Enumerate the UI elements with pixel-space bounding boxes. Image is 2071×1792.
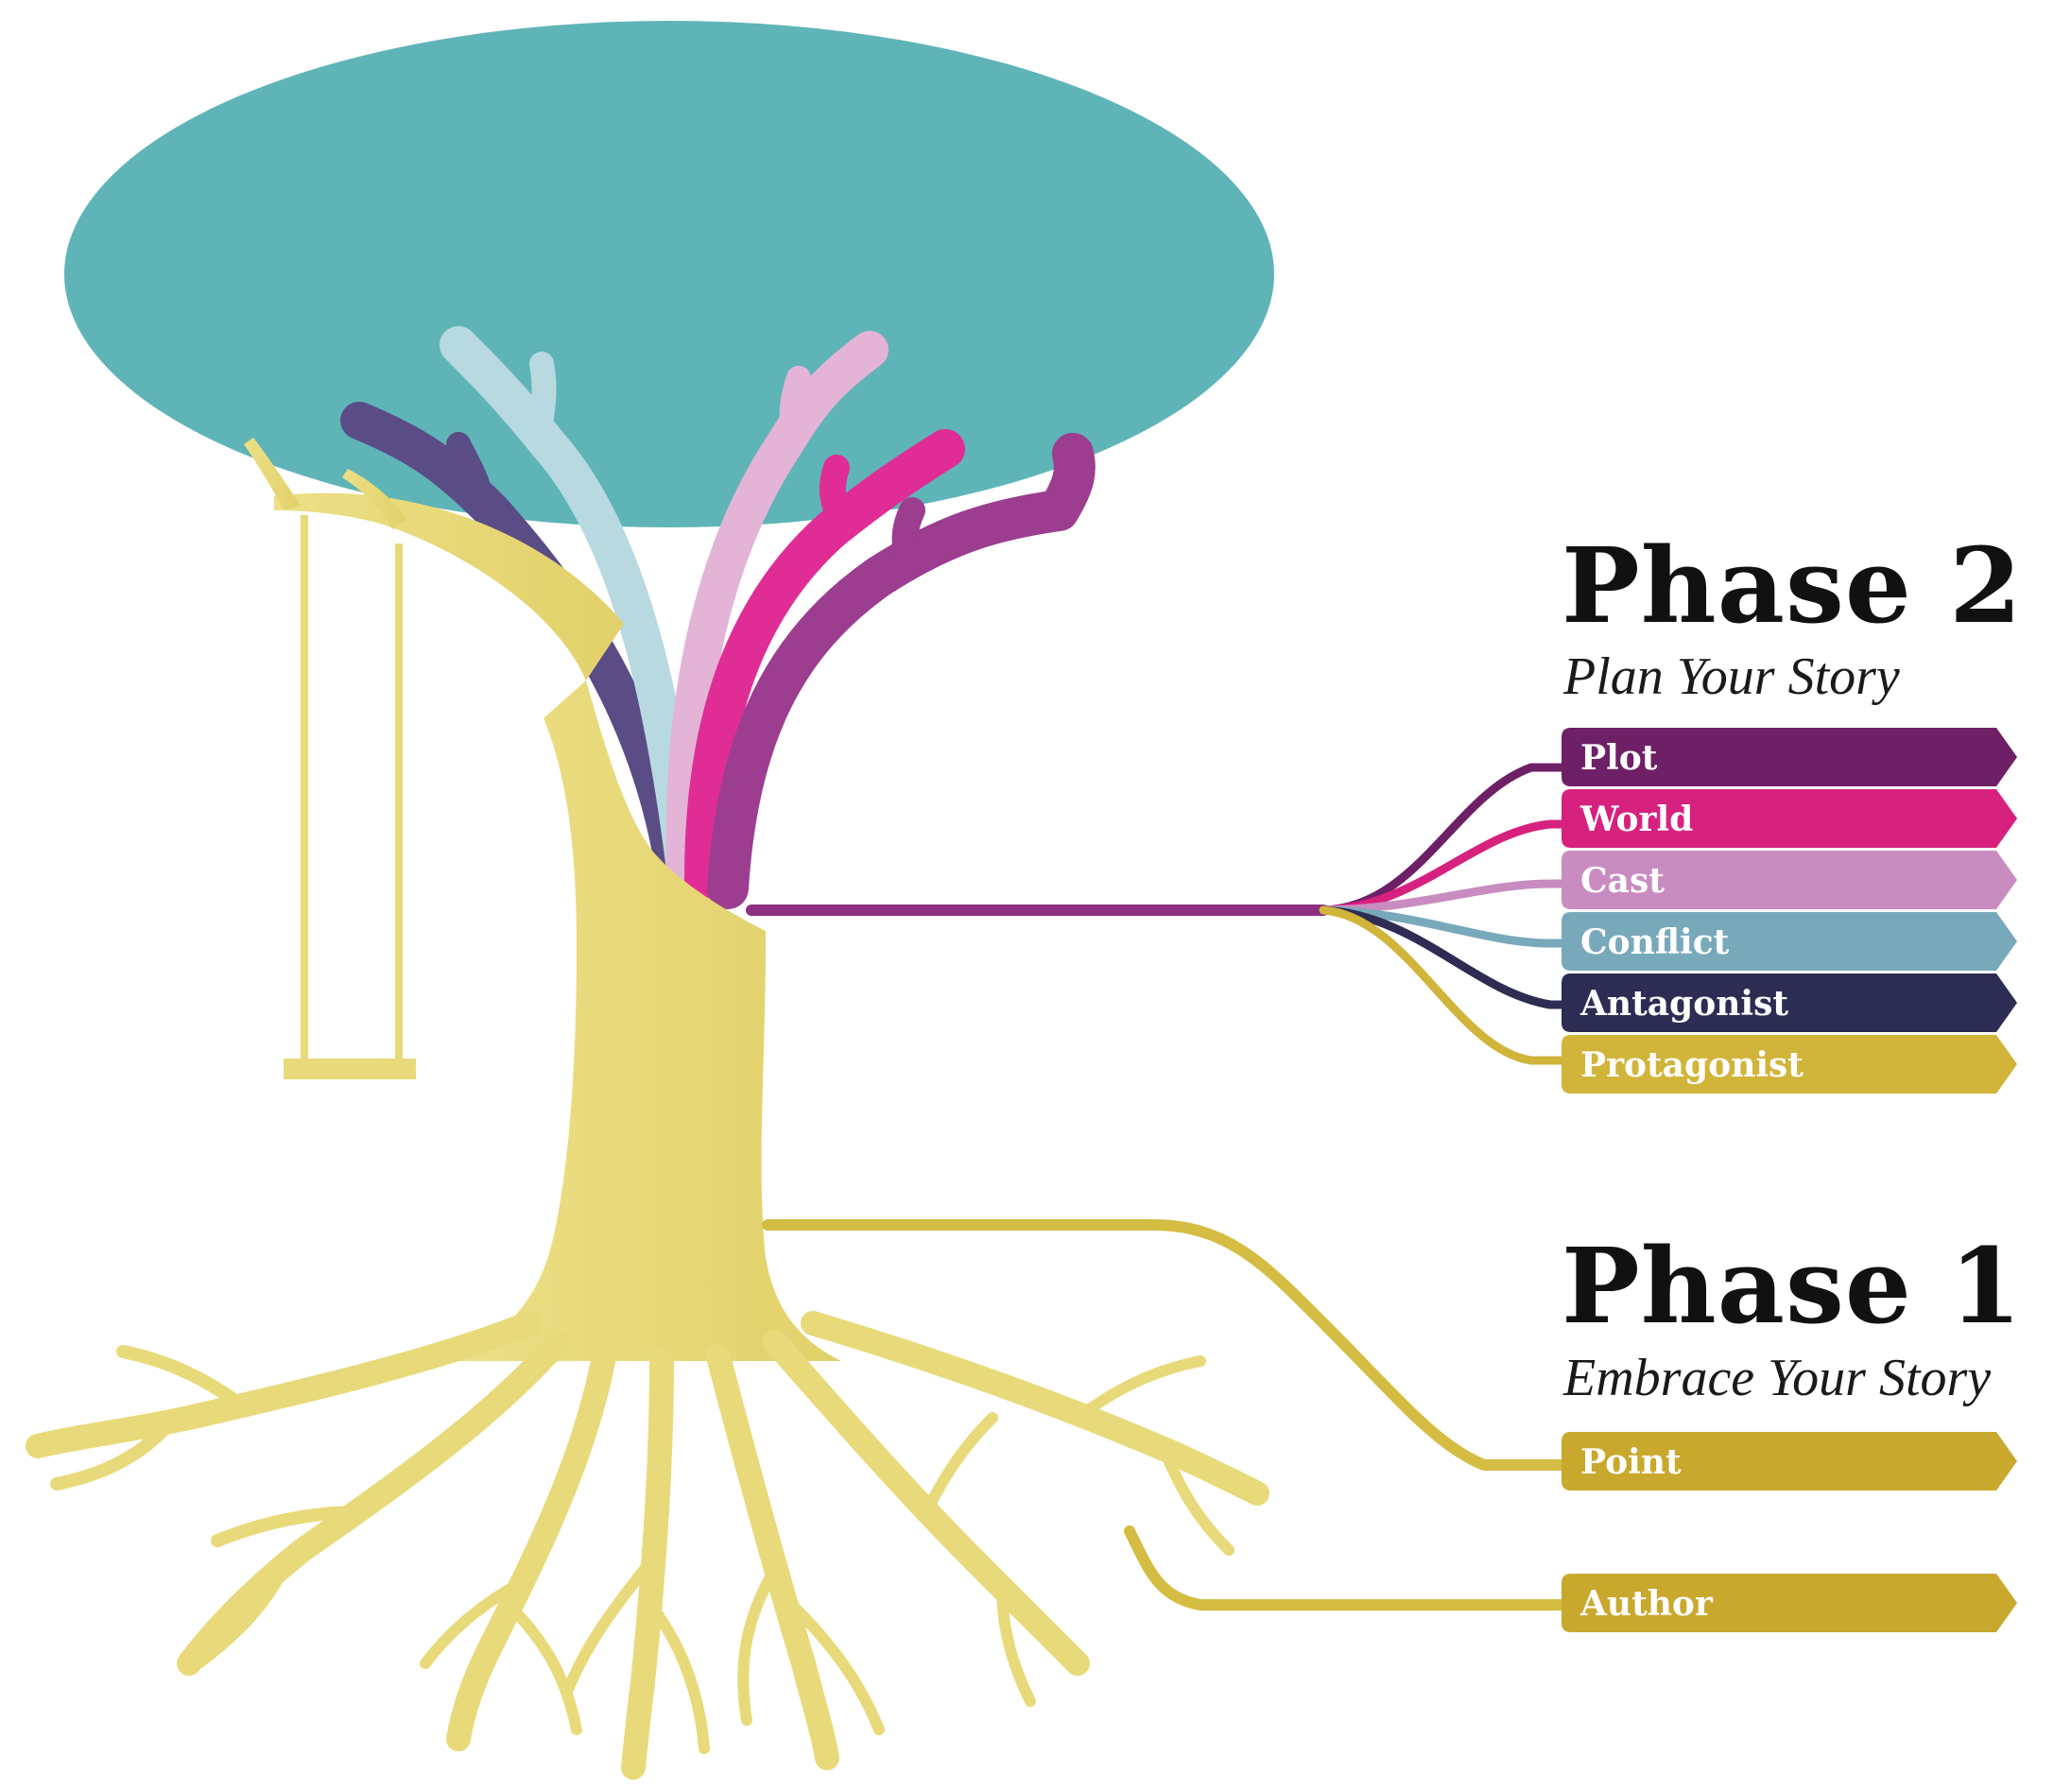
tag-conflict-shape [1562,912,2017,971]
connector-protagonist [1319,905,1574,1065]
branch-conflict [440,326,704,888]
trunk-body [454,681,841,1361]
phase-2-connectors [746,763,1574,1065]
tag-world: World [1562,789,2017,848]
tag-world-shape [1562,789,2017,848]
tag-author: Author [1562,1574,2017,1632]
swing-rope-right [395,543,403,1063]
root-twig [193,1563,289,1669]
root [763,1330,1090,1676]
tag-cast-shape [1562,851,2017,909]
tag-point-label: Point [1580,1442,1682,1482]
tag-antagonist-shape [1562,974,2017,1032]
tag-plot-label: Plot [1580,738,1658,778]
root-twig [116,1345,252,1415]
phase-1-connectors [762,1219,1575,1611]
root-twig [420,1573,535,1669]
tag-protagonist-shape [1562,1035,2017,1094]
tree-swing [284,515,416,1079]
tree-canopy [64,21,1274,527]
connector-author [1124,1525,1575,1611]
tag-world-label: World [1579,800,1693,839]
root [706,1344,839,1770]
root [621,1349,674,1780]
tag-point: Point [1562,1432,2017,1490]
phase-2-tags: PlotWorldCastConflictAntagonistProtagoni… [1562,728,2017,1094]
root-twig [921,1412,998,1518]
root-twig [996,1582,1036,1707]
root-twig [211,1506,366,1547]
trunk-left-twig [244,438,301,510]
tag-cast-label: Cast [1580,861,1665,901]
tag-antagonist: Antagonist [1562,974,2017,1032]
tag-conflict: Conflict [1562,912,2017,971]
root-twig [505,1601,582,1735]
tree-trunk [244,438,841,1361]
root [177,1330,570,1676]
root-twig [1072,1355,1206,1423]
root [801,1311,1269,1506]
root-twig [50,1416,177,1490]
tag-plot: Plot [1562,728,2017,786]
tag-conflict-label: Conflict [1580,922,1730,962]
connector-antagonist [1319,905,1574,1009]
branch-cast [665,331,889,888]
branch-antagonist-twig [446,432,494,513]
swing-seat [284,1059,416,1079]
phase-2-subtitle: Plan Your Story [1563,647,1900,706]
branch-plot-twig [891,497,925,571]
phase-1-subtitle: Embrace Your Story [1563,1349,1992,1407]
tag-point-shape [1562,1432,2017,1490]
root-twig [1157,1440,1234,1556]
branch-conflict-twig [526,352,557,447]
tag-protagonist-label: Protagonist [1580,1045,1803,1085]
phase-1-title: Phase 1 [1562,1225,2023,1347]
root [446,1339,617,1751]
tree-roots [26,1311,1269,1780]
phase-2-title: Phase 2 [1562,525,2023,646]
trunk-left-limb [274,492,624,681]
branch-cast-twig [779,366,811,447]
swing-rope-left [301,515,308,1063]
trunk-upper-twig [342,469,406,529]
root-twig [561,1554,658,1697]
root-twig [788,1601,885,1735]
tag-antagonist-label: Antagonist [1579,984,1788,1024]
connector-cast [1319,879,1574,915]
tag-author-shape [1562,1574,2017,1632]
branch-world [684,429,965,899]
tag-author-label: Author [1579,1584,1714,1624]
tag-protagonist: Protagonist [1562,1035,2017,1094]
tag-cast: Cast [1562,851,2017,909]
tag-plot-shape [1562,728,2017,786]
branch-world-twig [819,455,854,533]
connector-point [762,1219,1575,1471]
root-twig [737,1563,781,1726]
root-twig [647,1601,710,1754]
connector-plot [1319,763,1574,915]
